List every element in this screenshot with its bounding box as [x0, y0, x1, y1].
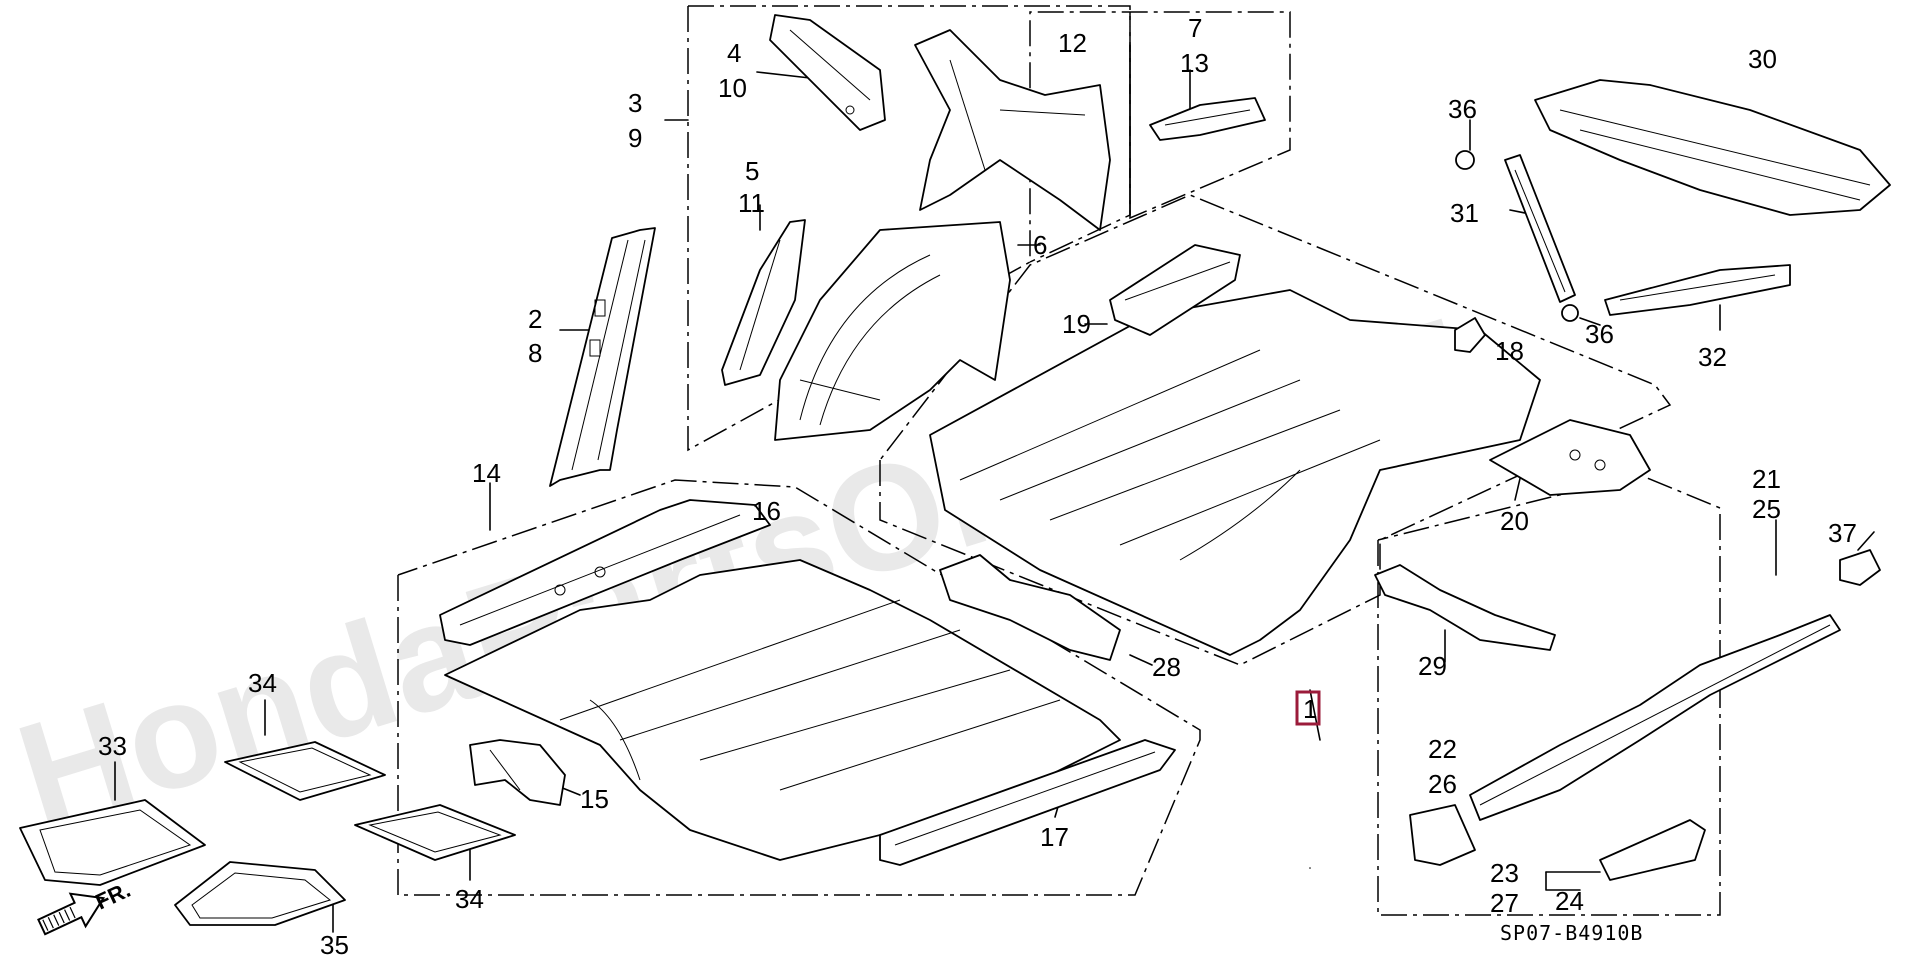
part-upper-bracket: [769, 14, 886, 131]
callout-10[interactable]: 10: [718, 73, 747, 103]
callout-8[interactable]: 8: [528, 338, 542, 368]
part-bracket-28: [939, 554, 1121, 661]
callout-18[interactable]: 18: [1495, 336, 1524, 366]
arrow-front-icon: [37, 892, 106, 936]
group-outline-frame: [1377, 474, 1721, 916]
callout-37[interactable]: 37: [1828, 518, 1857, 548]
callout-1-highlight: [1295, 690, 1321, 726]
callout-21[interactable]: 21: [1752, 464, 1781, 494]
leader-lines: [114, 44, 1875, 933]
callout-34b[interactable]: 34: [455, 884, 484, 914]
part-clip-18: [1454, 317, 1486, 353]
callout-25[interactable]: 25: [1752, 494, 1781, 524]
callout-17[interactable]: 17: [1040, 822, 1069, 852]
part-wheelhouse: [774, 221, 1011, 441]
callout-36a[interactable]: 36: [1448, 94, 1477, 124]
callout-36b[interactable]: 36: [1585, 319, 1614, 349]
part-frame-extension: [1374, 564, 1556, 651]
callout-19[interactable]: 19: [1062, 309, 1091, 339]
callout-2[interactable]: 2: [528, 304, 542, 334]
callout-28[interactable]: 28: [1152, 652, 1181, 682]
callout-23[interactable]: 23: [1490, 858, 1519, 888]
callout-5[interactable]: 5: [745, 156, 759, 186]
callout-33[interactable]: 33: [98, 731, 127, 761]
callout-6[interactable]: 6: [1033, 230, 1047, 260]
callout-13[interactable]: 13: [1180, 48, 1209, 78]
part-clip-37: [1839, 549, 1881, 586]
part-shelf-bracket: [1604, 264, 1791, 316]
part-rear-wheelhouse-upper: [914, 29, 1111, 231]
callout-30[interactable]: 30: [1748, 44, 1777, 74]
callout-22[interactable]: 22: [1428, 734, 1457, 764]
bolt-icon: [1561, 304, 1579, 322]
part-rear-crossmember: [1109, 244, 1241, 336]
callout-3[interactable]: 3: [628, 88, 642, 118]
part-shelf-bar: [1504, 154, 1576, 303]
part-rear-shelf: [1534, 79, 1891, 216]
callout-27[interactable]: 27: [1490, 888, 1519, 918]
callout-1[interactable]: 1: [1303, 694, 1317, 724]
callout-31[interactable]: 31: [1450, 198, 1479, 228]
part-rear-frame: [1469, 614, 1841, 821]
callout-34a[interactable]: 34: [248, 668, 277, 698]
group-outline-front-floor: [397, 479, 1201, 896]
part-rear-floor: [929, 289, 1541, 656]
floor-mat-34b: [354, 804, 516, 861]
callout-7[interactable]: 7: [1188, 13, 1202, 43]
part-side-sill: [879, 739, 1176, 866]
callout-35[interactable]: 35: [320, 930, 349, 958]
part-inner-panel-small: [721, 219, 806, 386]
callout-26[interactable]: 26: [1428, 769, 1457, 799]
callout-14[interactable]: 14: [472, 458, 501, 488]
callout-32[interactable]: 32: [1698, 342, 1727, 372]
floor-mat-35: [174, 861, 346, 926]
part-front-floor: [444, 559, 1121, 861]
part-front-crossmember: [439, 499, 771, 646]
part-pillar: [549, 227, 656, 487]
callout-15[interactable]: 15: [580, 784, 609, 814]
callout-9[interactable]: 9: [628, 123, 642, 153]
part-rear-plate: [1489, 419, 1651, 496]
callout-4[interactable]: 4: [727, 38, 741, 68]
part-crossbar-23: [1599, 819, 1706, 881]
diagram-code: SP07-B4910B: [1500, 921, 1643, 945]
callout-labels: 2 8 3 9 4 10 5 11 6 12 7 13 14 16 15 17 …: [98, 13, 1857, 958]
callout-16[interactable]: 16: [752, 496, 781, 526]
part-seat-bracket: [469, 739, 566, 806]
part-side-bracket: [1149, 97, 1266, 141]
callout-29[interactable]: 29: [1418, 651, 1447, 681]
callout-11[interactable]: 11: [738, 188, 765, 218]
bolt-icon: [1455, 150, 1475, 170]
part-bracket-22: [1409, 804, 1476, 866]
callout-12[interactable]: 12: [1058, 28, 1087, 58]
callout-20[interactable]: 20: [1500, 506, 1529, 536]
floor-mat-33: [19, 799, 206, 886]
floor-mat-34a: [224, 741, 386, 801]
callout-24[interactable]: 24: [1555, 886, 1584, 916]
group-outline-rear-panel: [687, 6, 1291, 452]
